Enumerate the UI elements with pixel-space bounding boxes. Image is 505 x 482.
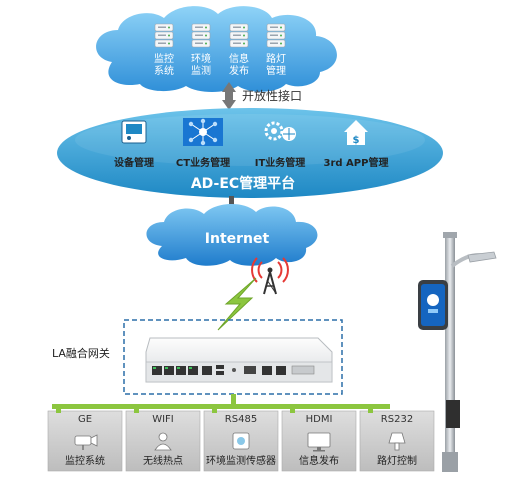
service-label-line1: 信息 [229,52,249,65]
platform-module: CT业务管理 [176,118,230,169]
interface-port-label: RS485 [225,414,257,425]
interface-tile: RS232 路灯控制 [359,409,435,472]
platform-module-label: IT业务管理 [255,156,306,169]
service-label-line2: 系统 [154,64,174,77]
server-icon [266,23,286,48]
interface-port-label: HDMI [306,414,333,425]
open-interface-label: 开放性接口 [242,88,302,103]
interface-label: 监控系统 [65,454,105,467]
interface-port-label: WIFI [152,414,174,425]
service-label-line1: 监控 [154,52,174,65]
platform-module: 设备管理 [114,120,154,169]
server-icon [191,23,211,48]
wifi-user-icon [154,432,172,451]
platform-module-label: CT业务管理 [176,156,230,169]
services-cloud [96,6,337,92]
internet-label: Internet [205,231,270,247]
interface-label: 路灯控制 [377,454,417,467]
network-icon [183,118,223,146]
platform-module-label: 设备管理 [114,156,154,169]
interface-tile: HDMI 信息发布 [281,409,357,472]
sensor-icon [232,432,250,450]
ethernet-ports [152,366,212,375]
interface-bus [52,394,390,409]
service-item: 信息发布 [229,23,249,77]
service-label-line2: 管理 [266,64,286,77]
smart-lamp-pole [418,232,497,472]
house-arrows-icon: $ [344,120,368,146]
gateway-device [145,337,333,383]
server-icon [229,23,249,48]
interface-tile: WIFI 无线热点 [125,409,201,472]
interface-label: 环境监测传感器 [206,454,276,467]
gears-globe-icon [264,121,296,141]
internet-cloud [146,203,318,266]
service-item: 环境监测 [191,23,211,77]
interface-label: 无线热点 [143,454,183,467]
service-item: 监控系统 [154,23,174,77]
platform-title: AD-EC管理平台 [191,175,295,192]
interface-label: 信息发布 [299,454,339,467]
platform-module: IT业务管理 [255,121,306,169]
monitor-icon [307,432,331,452]
platform-module-label: 3rd APP管理 [324,156,389,169]
platform-module: $3rd APP管理 [324,120,389,169]
gateway-label: LA融合网关 [52,346,110,360]
interface-port-label: GE [78,414,92,425]
interface-port-label: RS232 [381,414,413,425]
svg-text:$: $ [353,135,360,146]
open-interface-arrow [222,82,236,110]
service-label-line1: 环境 [191,52,211,65]
interface-tile: GE 监控系统 [47,409,123,472]
interface-tile: RS485 环境监测传感器 [203,409,279,472]
device-icon [121,120,147,144]
camera-icon [74,434,98,450]
lightning-bolt-icon [217,277,257,331]
lamp-icon [388,432,406,451]
radio-tower-icon [251,257,289,295]
server-icon [154,23,174,48]
service-label-line1: 路灯 [266,52,286,65]
service-label-line2: 发布 [229,64,249,77]
service-label-line2: 监测 [191,64,211,77]
